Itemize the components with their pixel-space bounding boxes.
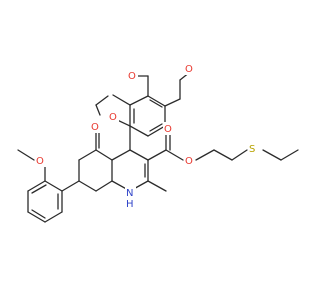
atom-label-s: S (249, 144, 255, 155)
atom-label-n: N (126, 188, 133, 199)
atom-label-o: O (109, 112, 117, 123)
molecule-structure: O O O O O O S O N H (17, 62, 299, 223)
atom-label-o: O (36, 156, 44, 167)
atom-label-o: O (185, 156, 193, 167)
atom-label-o: O (91, 122, 99, 133)
atom-label-layer: O O O O O O S O N H (35, 62, 259, 210)
atom-label-o: O (128, 71, 136, 82)
atom-label-h: H (126, 199, 134, 210)
atom-label-o: O (185, 64, 193, 75)
atom-label-o: O (164, 124, 172, 135)
